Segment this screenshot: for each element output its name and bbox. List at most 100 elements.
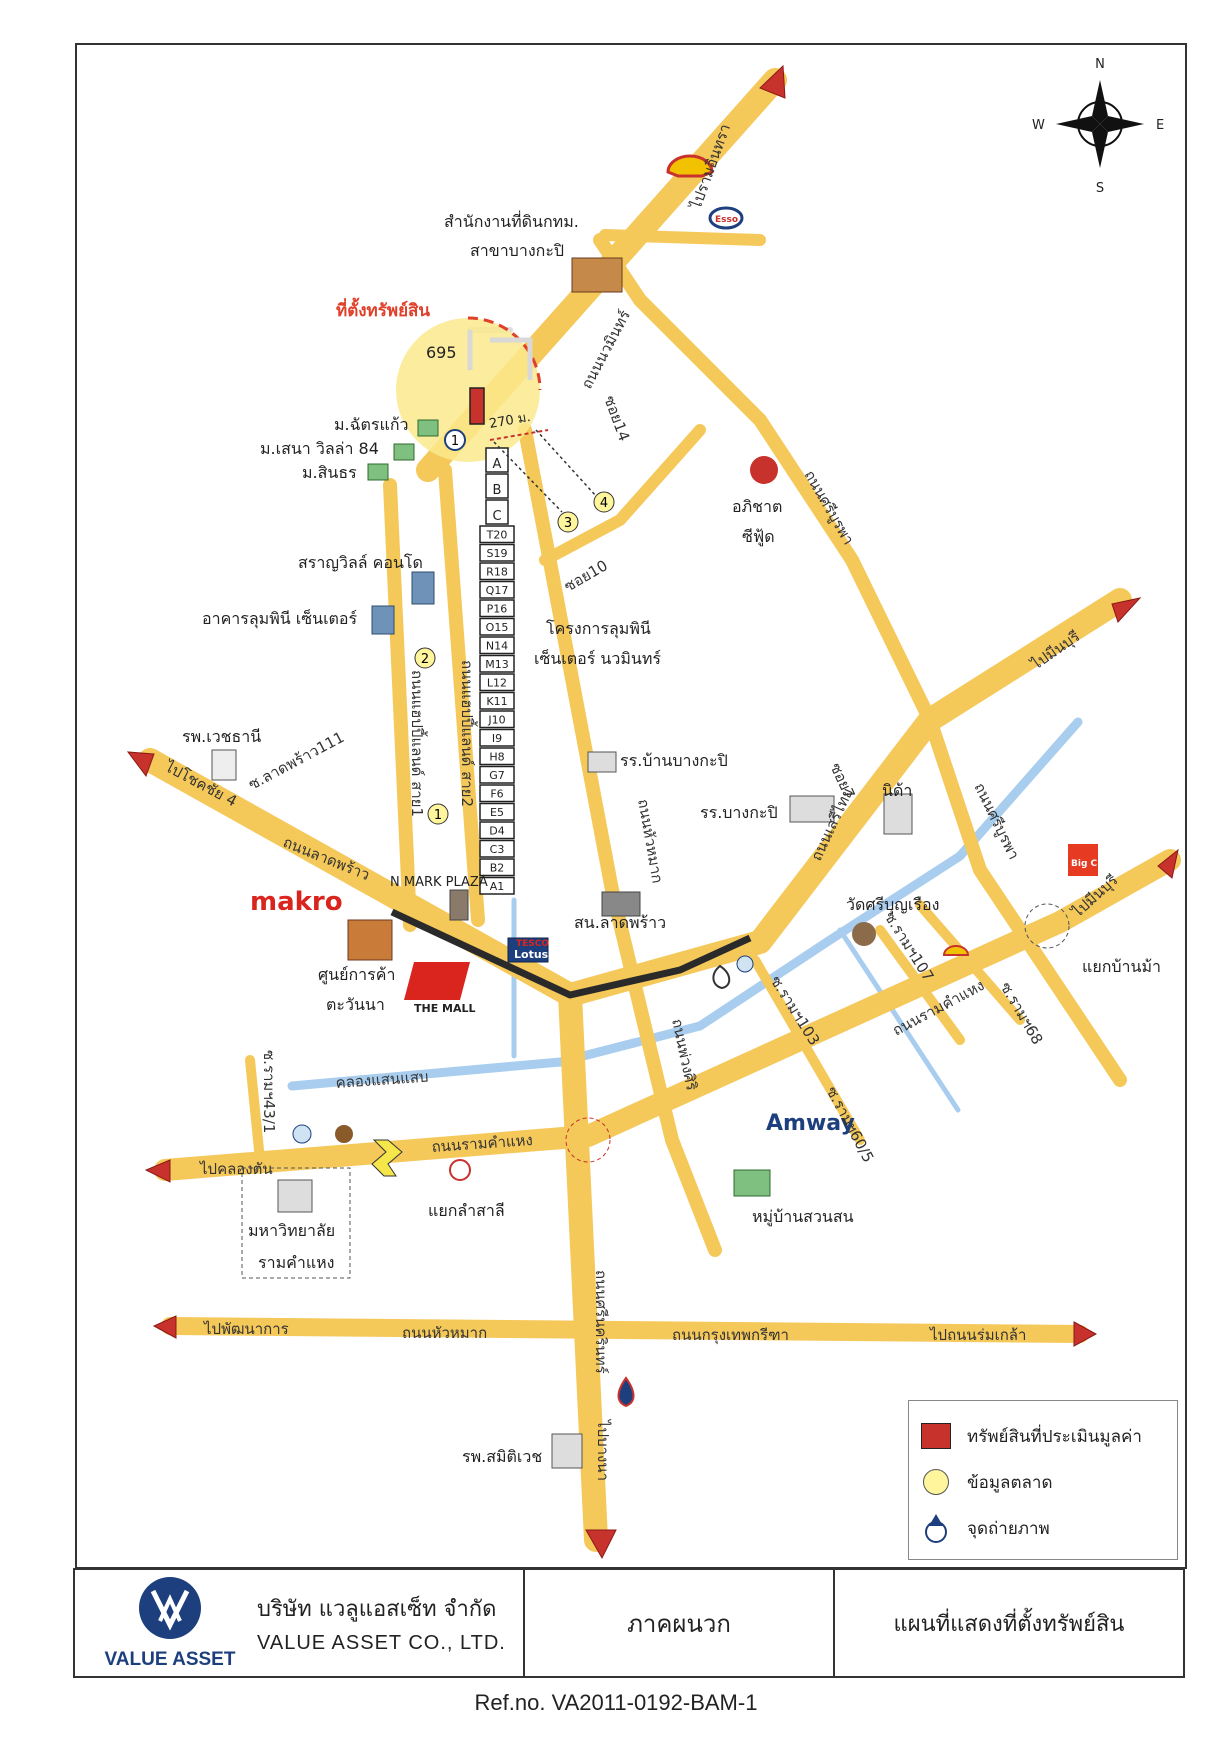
office-tower-icon <box>371 605 395 635</box>
legend: ทรัพย์สินที่ประเมินมูลค่า ข้อมูลตลาด จุด… <box>908 1400 1178 1560</box>
soi-label: S19 <box>487 547 508 560</box>
police-station-icon <box>601 891 641 917</box>
soi-box <box>479 710 515 729</box>
amway-logo: Amway <box>766 1111 855 1136</box>
lumpini-center-label: อาคารลุมพินี เซ็นเตอร์ <box>202 608 358 629</box>
lamsali-junction <box>565 1117 611 1163</box>
soi-box <box>479 747 515 766</box>
soi-label: E5 <box>490 806 504 819</box>
condo-icon <box>411 571 435 605</box>
samitivej-label: รพ.สมิติเวช <box>462 1447 542 1466</box>
road-srinakarin: ถนนศรีนครินทร์ <box>592 1270 610 1374</box>
saran-villa-label: สราญวิลล์ คอนโด <box>298 553 423 572</box>
village-icon-2 <box>417 419 439 437</box>
soi-box <box>479 543 515 562</box>
soi-box <box>479 525 515 544</box>
university-box <box>241 1167 351 1279</box>
university-icon <box>277 1179 313 1213</box>
legend-market-label: ข้อมูลตลาด <box>967 1472 1053 1493</box>
photo-point-1b <box>427 803 449 825</box>
company-text: บริษัท แวลูแอสเซ็ท จำกัด VALUE ASSET CO.… <box>257 1591 506 1655</box>
road-to-rom-klao: ไปถนนร่มเกล้า <box>929 1326 1026 1344</box>
soi-label: K11 <box>486 695 507 708</box>
arrow-to-rom-klao <box>1073 1321 1098 1347</box>
soi-label: I9 <box>492 732 502 745</box>
soi-box <box>479 673 515 692</box>
university-line1: มหาวิทยาลัย <box>248 1221 335 1240</box>
university-seal-icon <box>292 1124 312 1144</box>
road-to-bangna: ไปบางนา <box>594 1419 612 1481</box>
arrow-to-khlong-ton <box>144 1159 171 1183</box>
soi-box <box>479 839 515 858</box>
ptt-icon <box>617 1376 635 1408</box>
wetchathani-label: รพ.เวชธานี <box>182 727 261 746</box>
road-ram43: ซ.รามฯ43/1 <box>260 1050 278 1133</box>
makro-logo: makro <box>250 887 343 917</box>
building-icon <box>571 257 623 293</box>
arrow-to-chokchai <box>126 751 155 778</box>
n-mark-plaza-label: N MARK PLAZA <box>390 875 488 890</box>
soi-label: B <box>493 483 502 498</box>
road-to-khlong-ton: ไปคลองตัน <box>199 1160 273 1178</box>
soi-box <box>479 580 515 599</box>
compass: N S E W <box>1032 57 1164 196</box>
soi-label: C3 <box>490 843 505 856</box>
road-krungthep-kreetha: ถนนกรุงเทพกรีฑา <box>672 1326 789 1345</box>
soi-label: P16 <box>487 603 508 616</box>
asset-plot <box>469 387 485 425</box>
soi-box <box>479 858 515 877</box>
soi-label: M13 <box>485 658 509 671</box>
road-to-phatthanakan: ไปพัฒนาการ <box>203 1320 289 1338</box>
suan-son-label: หมู่บ้านสวนสน <box>752 1207 854 1227</box>
lightning-icon <box>371 1139 403 1177</box>
legend-item-market: ข้อมูลตลาด <box>919 1459 1167 1505</box>
aphichat-line1: อภิชาต <box>732 497 782 516</box>
tawanna-line2: ตะวันนา <box>326 995 385 1014</box>
ban-bangkapi-school-label: รร.บ้านบางกะปิ <box>620 751 728 770</box>
asset-inner-soi <box>467 330 533 380</box>
soi-label: D4 <box>489 825 504 838</box>
legend-item-appraised: ทรัพย์สินที่ประเมินมูลค่า <box>919 1413 1167 1459</box>
esso-label: Esso <box>715 215 738 225</box>
direction-arrows <box>126 64 1179 1560</box>
temple-icon <box>852 922 876 946</box>
ladprao-police-label: สน.ลาดพร้าว <box>574 913 666 932</box>
stadium-icon <box>335 1125 353 1143</box>
bigc-label: Big C <box>1071 859 1098 869</box>
soi-box <box>479 765 515 784</box>
soi-box <box>485 473 509 499</box>
soi-label: A <box>493 457 502 472</box>
footer: VALUE ASSET บริษัท แวลูแอสเซ็ท จำกัด VAL… <box>73 1568 1185 1678</box>
esso-icon <box>708 206 744 230</box>
shell-icon <box>666 154 714 178</box>
land-office-line2: สาขาบางกะปิ <box>470 241 564 260</box>
soi-label: L12 <box>487 677 507 690</box>
lotus-label: Lotus <box>514 948 549 961</box>
soi-box <box>485 447 509 473</box>
appraised-swatch-icon <box>921 1423 951 1449</box>
soi-box <box>479 654 515 673</box>
legend-appraised-label: ทรัพย์สินที่ประเมินมูลค่า <box>967 1426 1142 1447</box>
photo-point-2 <box>414 647 436 669</box>
arrow-to-bangna <box>585 1529 617 1560</box>
village-icon-4 <box>367 463 389 481</box>
yaek-lamsali-label: แยกลำสาลี <box>428 1201 505 1220</box>
reference-number: Ref.no. VA2011-0192-BAM-1 <box>474 1690 758 1715</box>
lumpini-project-line1: โครงการลุมพินี <box>546 619 651 639</box>
chatkaew-label: ม.ฉัตรแก้ว <box>334 415 409 434</box>
bangkapi-school-label: รร.บางกะปิ <box>700 803 778 822</box>
photo-point-1a-label: 1 <box>451 434 459 449</box>
compass-s: S <box>1096 181 1104 196</box>
soi-ladder: ABCT20S19R18Q17P16O15N14M13L12K11J10I9H8… <box>479 447 515 895</box>
compass-e: E <box>1156 118 1164 133</box>
compass-w: W <box>1032 118 1045 133</box>
soi-label: T20 <box>486 529 508 542</box>
arrow-to-minburi-2 <box>1157 848 1179 879</box>
icons <box>211 154 1098 1469</box>
soi-label: O15 <box>486 621 509 634</box>
road-happyland-1: ถนนแฮปปี้แลนด์ สาย1 <box>408 670 428 817</box>
photo-point-1b-label: 1 <box>434 808 442 823</box>
soi-label: J10 <box>487 714 505 727</box>
yaek-ban-ma-label: แยกบ้านม้า <box>1082 957 1161 976</box>
photo-point-4-label: 4 <box>600 496 608 511</box>
